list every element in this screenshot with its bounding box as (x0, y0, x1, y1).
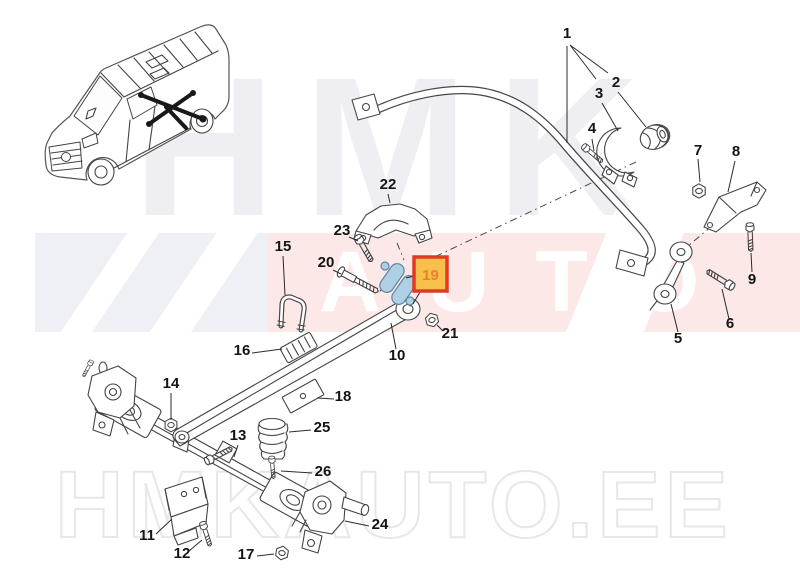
callout-9: 9 (748, 271, 756, 288)
callout-3: 3 (595, 85, 603, 102)
callout-4: 4 (588, 120, 597, 137)
part-left-spindle (80, 358, 141, 437)
callout-numbers: 1 2 3 4 5 6 7 8 9 10 11 12 13 14 15 16 1… (139, 25, 756, 563)
callout-13: 13 (230, 427, 247, 444)
part-spindle-24 (291, 480, 370, 554)
part-clamp-3 (596, 127, 638, 188)
callout-11: 11 (139, 527, 155, 544)
part-nut-14 (164, 417, 178, 433)
callout-2: 2 (612, 74, 620, 91)
callout-26: 26 (315, 463, 332, 480)
part-bumpstop-25 (257, 417, 289, 460)
part-stabilizer-bar (351, 85, 656, 277)
callout-5: 5 (674, 330, 682, 347)
part-plate-16 (279, 332, 318, 364)
callout-12: 12 (174, 545, 191, 562)
part-nut-7 (692, 183, 706, 199)
leader-lines (155, 44, 753, 557)
callout-18: 18 (335, 388, 352, 405)
callout-16: 16 (234, 342, 251, 359)
part-bolt-20 (336, 266, 379, 294)
part-bushing-2 (639, 124, 671, 150)
van-axle-highlight (138, 90, 207, 130)
van-thumbnail (44, 24, 230, 186)
part-link-5 (649, 241, 693, 311)
part-leaf-spring-10 (172, 297, 421, 453)
part-u-bolt-15 (276, 294, 307, 333)
callout-22: 22 (380, 176, 397, 193)
part-bolt-6 (704, 266, 737, 292)
part-shackle-19 (379, 261, 417, 307)
callout-6: 6 (726, 315, 734, 332)
highlight-box[interactable]: 19 (412, 255, 449, 293)
callout-24: 24 (372, 516, 389, 533)
datum-dashed-lines (396, 161, 713, 261)
callout-23: 23 (334, 222, 351, 239)
part-bolt-9 (745, 222, 756, 253)
callout-15: 15 (275, 238, 292, 255)
watermark-domain-text: HMKAUTO.EE (54, 452, 732, 558)
part-bracket-11 (164, 476, 209, 546)
callout-20: 20 (318, 254, 335, 271)
watermark-flag-block (35, 233, 267, 332)
callout-21: 21 (442, 325, 459, 342)
callout-8: 8 (732, 143, 740, 160)
part-bracket-22 (353, 203, 433, 245)
callout-25: 25 (314, 419, 331, 436)
callout-10: 10 (389, 347, 406, 364)
highlight-label: 19 (422, 267, 439, 284)
callout-17: 17 (238, 546, 255, 563)
part-nut-17 (274, 544, 290, 562)
callout-1: 1 (563, 25, 571, 42)
callout-14: 14 (163, 375, 180, 392)
part-plate-18 (281, 378, 325, 414)
callout-7: 7 (694, 142, 702, 159)
part-bolt-12 (198, 520, 215, 548)
part-bracket-8 (703, 181, 767, 233)
